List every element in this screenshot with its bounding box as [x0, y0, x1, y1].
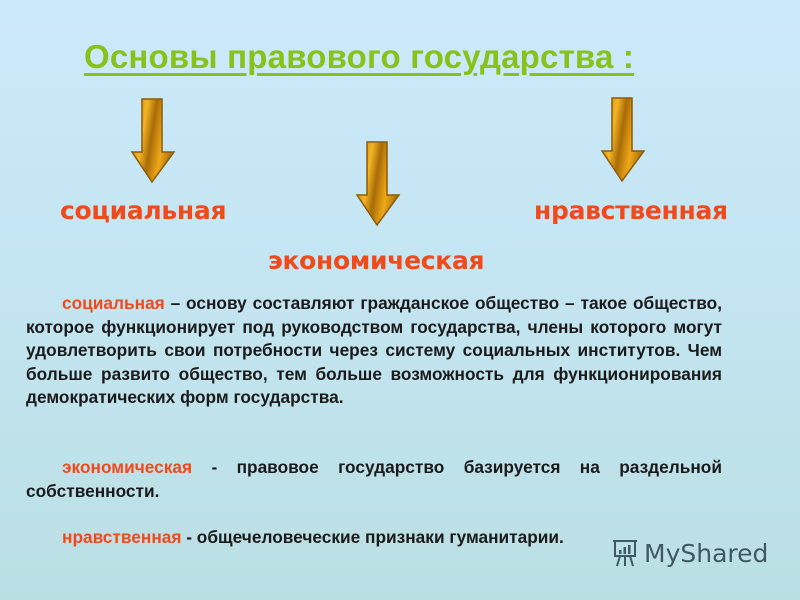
presentation-board-icon — [613, 540, 637, 567]
paragraph-text: - общечеловеческие признаки гуманитарии. — [181, 527, 564, 547]
paragraph-moral: нравственная - общечеловеческие признаки… — [26, 526, 722, 550]
branch-economic: экономическая — [268, 246, 485, 275]
watermark-text: MyShared — [644, 538, 769, 568]
paragraph-economic: экономическая - правовое государство баз… — [26, 456, 722, 503]
term-economic: экономическая — [62, 457, 193, 477]
branch-moral: нравственная — [534, 196, 728, 225]
term-social: социальная — [62, 293, 165, 313]
paragraph-text: - правовое государство базируется на раз… — [26, 457, 722, 501]
branch-social: социальная — [60, 196, 227, 225]
term-moral: нравственная — [62, 527, 182, 547]
paragraph-social: социальная – основу составляют гражданск… — [26, 292, 722, 410]
slide-title: Основы правового государства : — [84, 38, 635, 75]
watermark: MyShared — [612, 538, 768, 568]
down-arrow-icon — [130, 98, 176, 184]
down-arrow-icon — [600, 97, 646, 183]
down-arrow-icon — [355, 141, 401, 227]
paragraph-text: – основу составляют гражданское общество… — [26, 293, 722, 407]
